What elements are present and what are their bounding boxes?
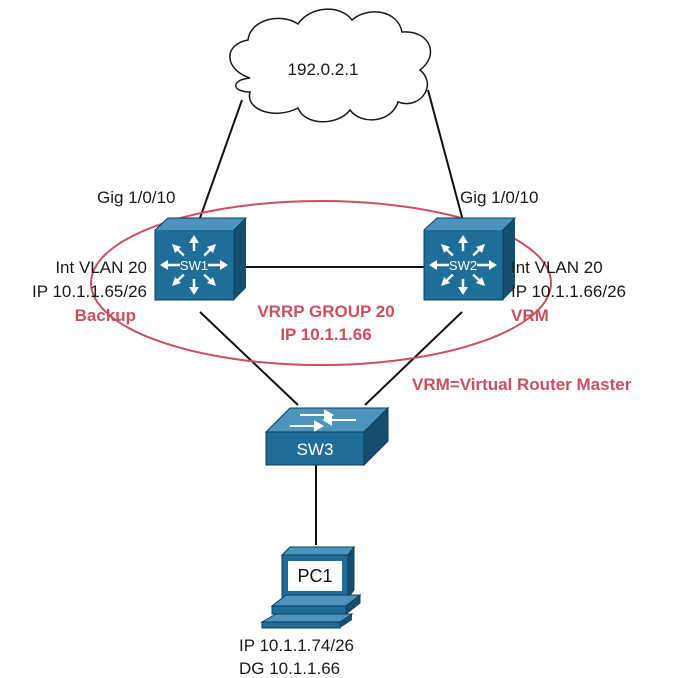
vrrp-group-label: VRRP GROUP 20 [257, 302, 394, 321]
pc1-computer-icon: PC1 [260, 545, 362, 629]
sw2-ip-label: IP 10.1.1.66/26 [511, 282, 626, 301]
pc1-ip-label: IP 10.1.1.74/26 [239, 636, 354, 655]
cloud-label: 192.0.2.1 [288, 60, 359, 79]
sw2-interface-label: Int VLAN 20 [511, 258, 603, 277]
sw2-role-label: VRM [511, 306, 549, 325]
pc1-dg-label: DG 10.1.1.66 [239, 659, 340, 678]
sw3-name: SW3 [297, 440, 334, 459]
sw2-name: SW2 [449, 258, 477, 273]
sw1-switch-icon: SW1 [154, 217, 248, 301]
vrm-definition-label: VRM=Virtual Router Master [412, 375, 632, 394]
link-cloud-sw1 [194, 99, 243, 233]
sw1-interface-label: Int VLAN 20 [55, 258, 147, 277]
internet-cloud: 192.0.2.1 [229, 8, 432, 123]
link-sw1-sw3 [199, 311, 299, 406]
link-cloud-sw2 [427, 89, 467, 233]
sw1-ip-label: IP 10.1.1.65/26 [32, 282, 147, 301]
sw1-uplink-label: Gig 1/0/10 [97, 188, 175, 207]
sw2-switch-icon: SW2 [423, 217, 517, 301]
vrrp-group-ellipse [90, 200, 552, 366]
pc1-name: PC1 [297, 566, 332, 586]
vrrp-ip-label: IP 10.1.1.66 [280, 325, 371, 344]
sw1-role-label: Backup [75, 306, 136, 325]
sw2-uplink-label: Gig 1/0/10 [460, 188, 538, 207]
sw1-name: SW1 [180, 258, 208, 273]
sw3-switch-icon: SW3 [264, 406, 390, 467]
